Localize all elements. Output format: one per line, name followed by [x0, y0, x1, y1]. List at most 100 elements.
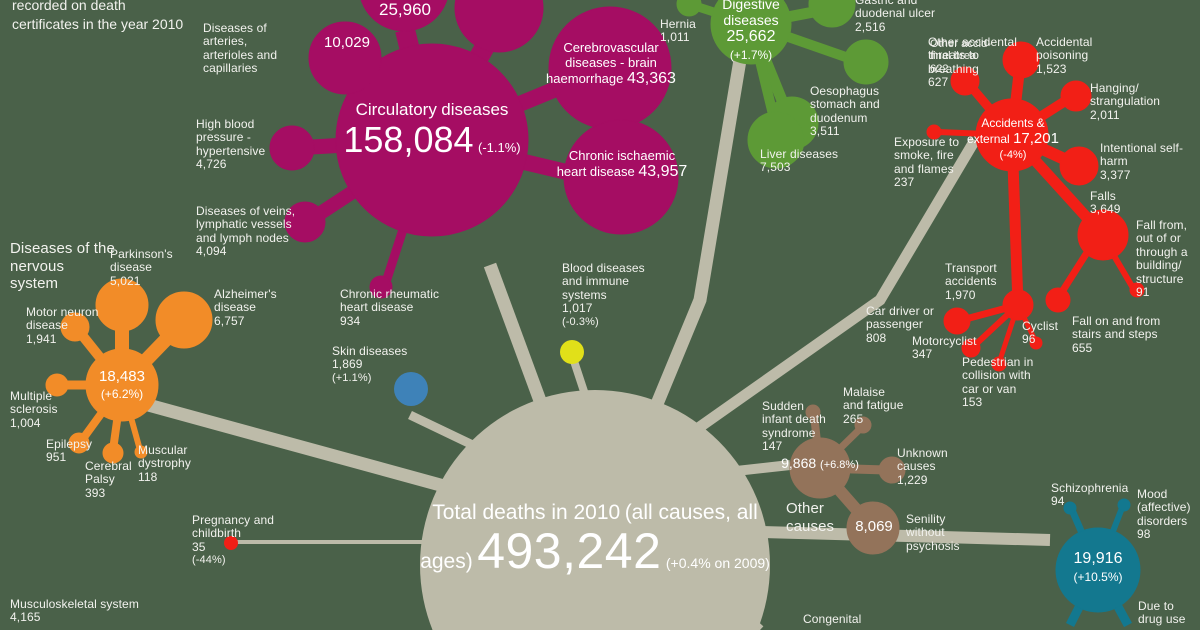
dig-other-value: 622 [930, 62, 949, 75]
moto-value: 347 [912, 347, 933, 362]
smoke-l2: smoke, fire [894, 148, 954, 163]
fall-stairs-label: Fall on and from stairs and steps 655 [1072, 314, 1180, 355]
car-l1: Car driver [866, 304, 920, 318]
blood-change: (-0.3%) [562, 315, 599, 328]
stairs-l2: stairs and steps [1072, 327, 1158, 342]
schizophrenia-label: Schizophrenia 94 [1051, 481, 1131, 509]
oat-l2: threats to [928, 48, 980, 63]
hbp-l1: High blood [196, 117, 255, 131]
alzheimers-label: Alzheimer's disease 6,757 [214, 287, 294, 328]
ped-l3: car or van [962, 381, 1017, 396]
ffb-l2: out of or [1136, 231, 1181, 246]
musc-l1: Musculoskeletal system [10, 597, 139, 611]
multiple-sclerosis-label: Multiple sclerosis 1,004 [10, 389, 72, 430]
mood-value: 98 [1137, 527, 1151, 542]
ped-l1: Pedestrian in [962, 355, 1034, 369]
cluster-accidents [926, 41, 1145, 372]
exposure-smoke-label: Exposure to smoke, fire and flames 237 [894, 135, 974, 190]
schiz-l1: Schizophrenia [1051, 481, 1129, 495]
blood-l3: systems [562, 287, 607, 302]
epi-l1: Epilepsy [46, 437, 93, 451]
smoke-value: 237 [894, 175, 915, 190]
unk-value: 1,229 [897, 472, 928, 487]
hanging-strangulation-label: Hanging/ strangulation 2,011 [1090, 81, 1186, 122]
cluster-digestive [676, 0, 889, 169]
other-accidental-threats-label: Other accidental threats to breathing 62… [928, 35, 1032, 90]
mal-l1: Malaise [843, 385, 886, 399]
sids-label: Sudden infant death syndrome 147 [762, 399, 834, 454]
motor-neuron-label: Motor neuron disease 1,941 [26, 305, 104, 346]
cong-l1: Congenital [803, 612, 862, 626]
unknown-causes-label: Unknown causes 1,229 [897, 446, 959, 487]
sids-l2: death [795, 412, 826, 427]
nervous-title-l3: system [10, 275, 59, 293]
cyc-l1: Cyclist [1022, 319, 1059, 333]
liver-l1: Liver diseases [760, 147, 839, 161]
blood-value: 1,017 [562, 301, 593, 316]
chronic-rheumatic-label: Chronic rheumatic heart disease 934 [340, 287, 450, 328]
hbp-value: 4,726 [196, 157, 227, 172]
hang-l1: Hanging/ [1090, 81, 1139, 95]
falls-label: Falls 3,649 [1090, 189, 1150, 217]
transport-l2: accidents [945, 274, 997, 289]
sen-l1: Senility [906, 512, 946, 526]
arteries-l2: arteries, [203, 34, 248, 49]
mal-value: 265 [843, 411, 864, 426]
oesophagus-label: Oesophagus stomach and duodenum 3,511 [810, 84, 906, 139]
mnd-l2: disease [26, 318, 69, 333]
nervous-title-l1: Diseases of [10, 240, 90, 257]
transport-l1: Transport [945, 261, 997, 275]
blood-l2: and immune [562, 274, 630, 289]
musc-value: 4,165 [10, 610, 41, 625]
sids-value: 147 [762, 439, 783, 454]
rheumatic-l1: Chronic rheumatic [340, 287, 440, 301]
ffb-l3: through a [1136, 244, 1188, 259]
drug-l1: Due to [1138, 599, 1174, 613]
transport-accidents-label: Transport accidents 1,970 [945, 261, 1021, 302]
park-l2: disease [110, 260, 153, 275]
md-value: 118 [138, 469, 158, 484]
dig-other-l3: brea [953, 50, 977, 63]
oeso-l2: stomach and [810, 97, 880, 112]
smoke-l1: Exposure to [894, 135, 960, 149]
nervous-title: Diseases of the nervous system [10, 240, 115, 293]
skin-diseases-node [394, 372, 428, 406]
ffb-l4: building/ [1136, 258, 1182, 273]
oc-title-l2: causes [786, 517, 835, 535]
hang-value: 2,011 [1090, 107, 1120, 122]
mnd-l1: Motor neuron [26, 305, 99, 319]
dig-other-l1: Other accid- [930, 38, 992, 50]
cluster-mental [1055, 498, 1141, 628]
stairs-l1: Fall on and from [1072, 314, 1161, 328]
mnd-value: 1,941 [26, 331, 57, 346]
pregnancy-node [224, 536, 238, 550]
veins-l3: and lymph nodes [196, 230, 289, 245]
ffb-value: 91 [1136, 285, 1150, 300]
hbp-l2: pressure - [196, 130, 252, 145]
alz-value: 6,757 [214, 313, 245, 328]
cluster-circulatory [269, 0, 679, 299]
cp-l1: Cerebral [85, 459, 132, 473]
drug-l2: drug use [1138, 612, 1186, 627]
schiz-value: 94 [1051, 494, 1065, 509]
poison-l1: Accidental [1036, 35, 1093, 49]
park-value: 5,021 [110, 273, 141, 288]
veins-l1: Diseases of veins, [196, 204, 296, 218]
preg-value: 35 [192, 539, 206, 554]
epi-value: 951 [46, 450, 67, 465]
skin-l1: Skin diseases [332, 344, 408, 358]
falls-value: 3,649 [1090, 202, 1121, 217]
ffb-l5: structure [1136, 271, 1184, 286]
cluster-nervous [45, 278, 213, 464]
mood-disorders-label: Mood (affective) disorders 98 [1137, 487, 1197, 542]
preg-l2: and childbirth [192, 513, 275, 541]
stairs-value: 655 [1072, 340, 1093, 355]
motorcyclist-label: Motorcyclist 347 [912, 334, 988, 362]
digestive-other-label: Other accid- tinal brea 622 [930, 38, 1000, 75]
cp-l2: Palsy [85, 472, 115, 487]
blood-diseases-node [560, 340, 584, 364]
hang-l2: strangulation [1090, 94, 1161, 109]
ms-value: 1,004 [10, 415, 41, 430]
mal-l2: and fatigue [843, 398, 904, 413]
